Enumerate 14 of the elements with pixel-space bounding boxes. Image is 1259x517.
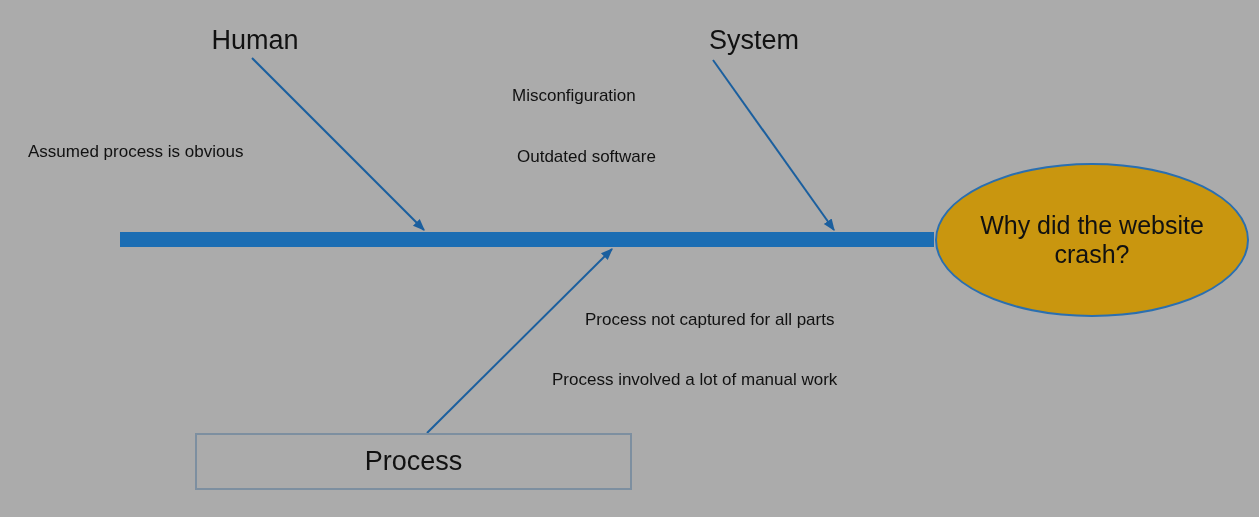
cause-text: Process involved a lot of manual work bbox=[552, 370, 838, 390]
effect-text: Why did the website crash? bbox=[979, 211, 1205, 269]
cause-text: Process not captured for all parts bbox=[585, 310, 835, 330]
cause-text: Outdated software bbox=[517, 147, 656, 167]
category-box bbox=[195, 433, 632, 490]
cause-text: Assumed process is obvious bbox=[28, 142, 244, 162]
category-label: Human bbox=[205, 22, 305, 58]
bone-arrow bbox=[426, 248, 613, 434]
cause-text: Misconfiguration bbox=[512, 86, 636, 106]
category-label: System bbox=[700, 22, 808, 58]
spine-bar bbox=[120, 232, 934, 247]
bone-arrow bbox=[251, 57, 425, 231]
bone-arrow bbox=[712, 59, 835, 231]
category-label: Process bbox=[364, 446, 463, 477]
